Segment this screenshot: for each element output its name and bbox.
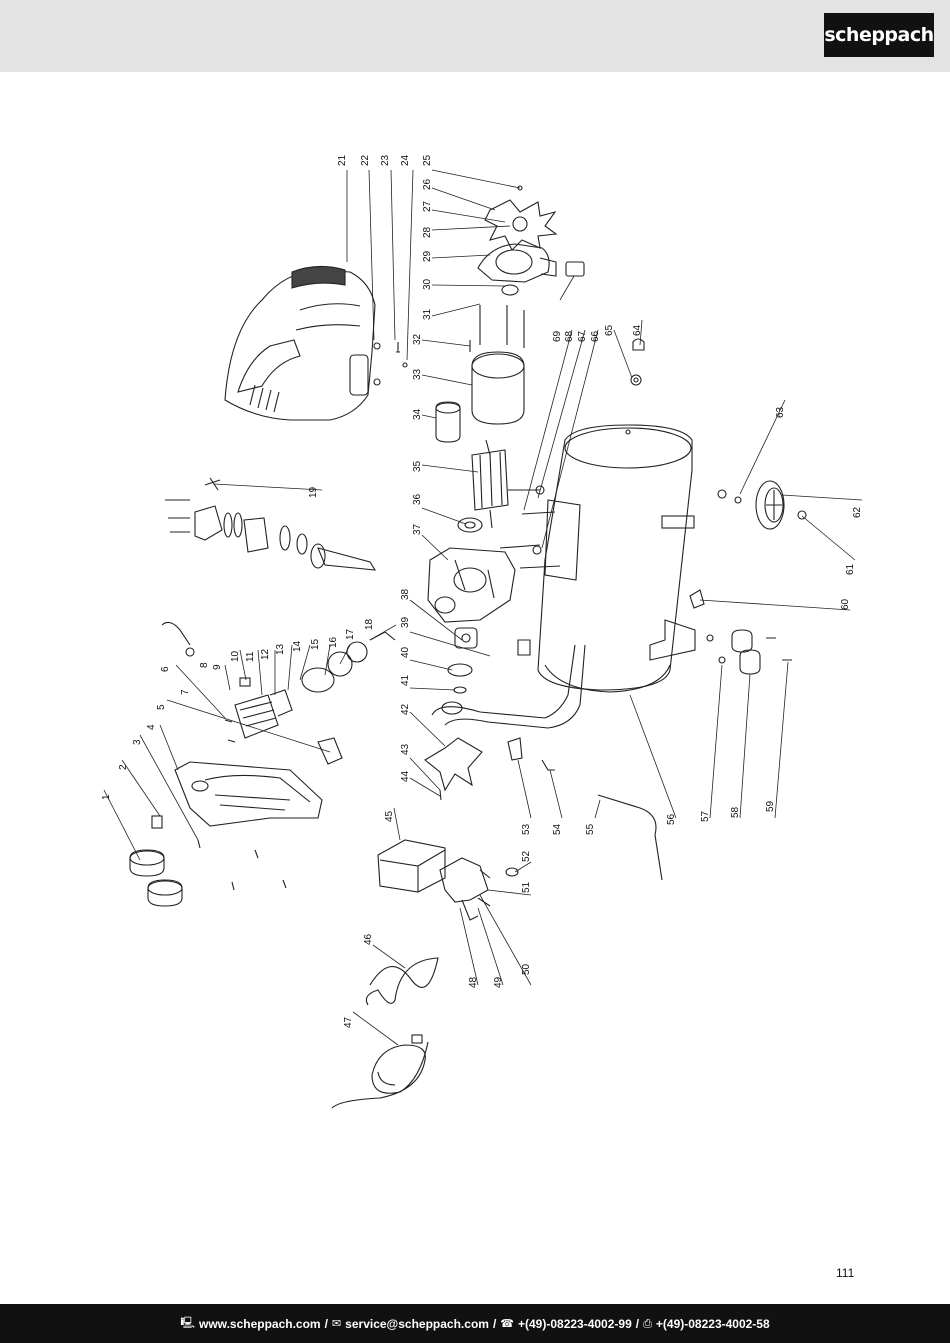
fan-cover-part bbox=[477, 243, 557, 283]
callout-label: 51 bbox=[521, 881, 532, 893]
callout-label: 15 bbox=[310, 638, 321, 650]
callout-label: 30 bbox=[422, 278, 433, 290]
callout-label: 17 bbox=[345, 628, 356, 640]
shroud-part bbox=[224, 265, 376, 421]
callout-label: 42 bbox=[400, 703, 411, 715]
footer-separator: / bbox=[492, 1316, 497, 1331]
mail-icon: ✉ bbox=[331, 1317, 342, 1330]
callout-label: 66 bbox=[590, 330, 601, 342]
computer-icon: 🖳 bbox=[180, 1316, 196, 1329]
base-cover-part bbox=[174, 761, 323, 827]
callout-label: 19 bbox=[308, 486, 319, 498]
callout-label: 38 bbox=[400, 588, 411, 600]
callout-label: 67 bbox=[577, 330, 588, 342]
footer-separator: / bbox=[324, 1316, 328, 1331]
callout-label: 21 bbox=[337, 154, 348, 166]
callout-label: 53 bbox=[521, 823, 532, 835]
callout-label: 4 bbox=[146, 724, 157, 730]
callout-label: 32 bbox=[412, 333, 423, 345]
callout-label: 69 bbox=[552, 330, 563, 342]
callout-label: 35 bbox=[412, 460, 423, 472]
callout-label: 23 bbox=[380, 154, 391, 166]
callout-label: 34 bbox=[412, 408, 423, 420]
fan-part bbox=[484, 185, 558, 251]
callout-label: 1 bbox=[101, 794, 112, 800]
callout-label: 59 bbox=[765, 800, 776, 812]
callout-label: 27 bbox=[422, 200, 433, 212]
callout-label: 14 bbox=[292, 640, 303, 652]
callout-label: 57 bbox=[700, 810, 711, 822]
footer-separator: / bbox=[635, 1316, 640, 1331]
callout-label: 56 bbox=[666, 813, 677, 825]
callout-label: 10 bbox=[230, 650, 241, 662]
callout-label: 7 bbox=[180, 689, 191, 695]
callout-label: 52 bbox=[521, 850, 532, 862]
callout-label: 43 bbox=[400, 743, 411, 755]
callout-label: 44 bbox=[400, 770, 411, 782]
callout-label: 26 bbox=[422, 178, 433, 190]
callout-label: 58 bbox=[730, 806, 741, 818]
fax-icon: ⎙ bbox=[643, 1316, 652, 1330]
callout-label: 46 bbox=[363, 933, 374, 945]
phone-icon: ☎ bbox=[500, 1317, 514, 1330]
callout-label: 62 bbox=[852, 506, 863, 518]
footer-website[interactable]: www.scheppach.com bbox=[199, 1316, 321, 1331]
callout-label: 8 bbox=[199, 662, 210, 668]
callout-label: 40 bbox=[400, 646, 411, 658]
motor-part bbox=[471, 351, 525, 425]
callout-label: 22 bbox=[360, 154, 371, 166]
callout-label: 63 bbox=[775, 406, 786, 418]
footer-bar: 🖳 www.scheppach.com / ✉ service@scheppac… bbox=[0, 1304, 950, 1343]
cylinder-head-part bbox=[161, 621, 293, 739]
callout-label: 45 bbox=[384, 810, 395, 822]
callout-label: 64 bbox=[632, 324, 643, 336]
callout-label: 3 bbox=[132, 739, 143, 745]
callout-label: 55 bbox=[585, 823, 596, 835]
callout-label: 47 bbox=[343, 1016, 354, 1028]
footer-fax: +(49)-08223-4002-58 bbox=[655, 1316, 770, 1331]
callout-label: 24 bbox=[400, 154, 411, 166]
callout-label: 6 bbox=[160, 666, 171, 672]
header-bar: scheppach bbox=[0, 0, 950, 72]
pressure-switch-part bbox=[377, 839, 446, 893]
callout-label: 36 bbox=[412, 493, 423, 505]
callout-label: 18 bbox=[364, 618, 375, 630]
cylinder-part bbox=[165, 477, 377, 571]
callout-label: 37 bbox=[412, 523, 423, 535]
callout-label: 49 bbox=[493, 976, 504, 988]
footer-email[interactable]: service@scheppach.com bbox=[345, 1316, 489, 1331]
callout-label: 60 bbox=[840, 598, 851, 610]
callout-label: 39 bbox=[400, 616, 411, 628]
callout-label: 50 bbox=[521, 963, 532, 975]
callout-label: 65 bbox=[604, 324, 615, 336]
brand-logo: scheppach bbox=[824, 13, 934, 57]
page-number: 111 bbox=[836, 1266, 855, 1280]
callout-label: 2 bbox=[118, 764, 129, 770]
callout-label: 29 bbox=[422, 250, 433, 262]
callout-label: 41 bbox=[400, 674, 411, 686]
callout-label: 13 bbox=[275, 643, 286, 655]
wheel-part bbox=[755, 480, 785, 530]
callout-label: 9 bbox=[212, 664, 223, 670]
callout-label: 48 bbox=[468, 976, 479, 988]
callout-label: 61 bbox=[845, 563, 856, 575]
callout-label: 31 bbox=[422, 308, 433, 320]
callout-label: 25 bbox=[422, 154, 433, 166]
callout-label: 5 bbox=[156, 704, 167, 710]
air-tank-part bbox=[431, 424, 696, 729]
footer-phone: +(49)-08223-4002-99 bbox=[518, 1316, 632, 1331]
callout-label: 68 bbox=[564, 330, 575, 342]
callout-label: 33 bbox=[412, 368, 423, 380]
callout-label: 28 bbox=[422, 226, 433, 238]
callout-label: 54 bbox=[552, 823, 563, 835]
callout-label: 11 bbox=[245, 651, 256, 662]
crankcase-part bbox=[427, 547, 516, 623]
callout-label: 16 bbox=[328, 636, 339, 648]
callout-label: 12 bbox=[260, 648, 271, 660]
callout-labels: 1 2 3 4 5 6 7 8 9 10 11 12 13 14 15 16 1… bbox=[101, 154, 863, 1028]
